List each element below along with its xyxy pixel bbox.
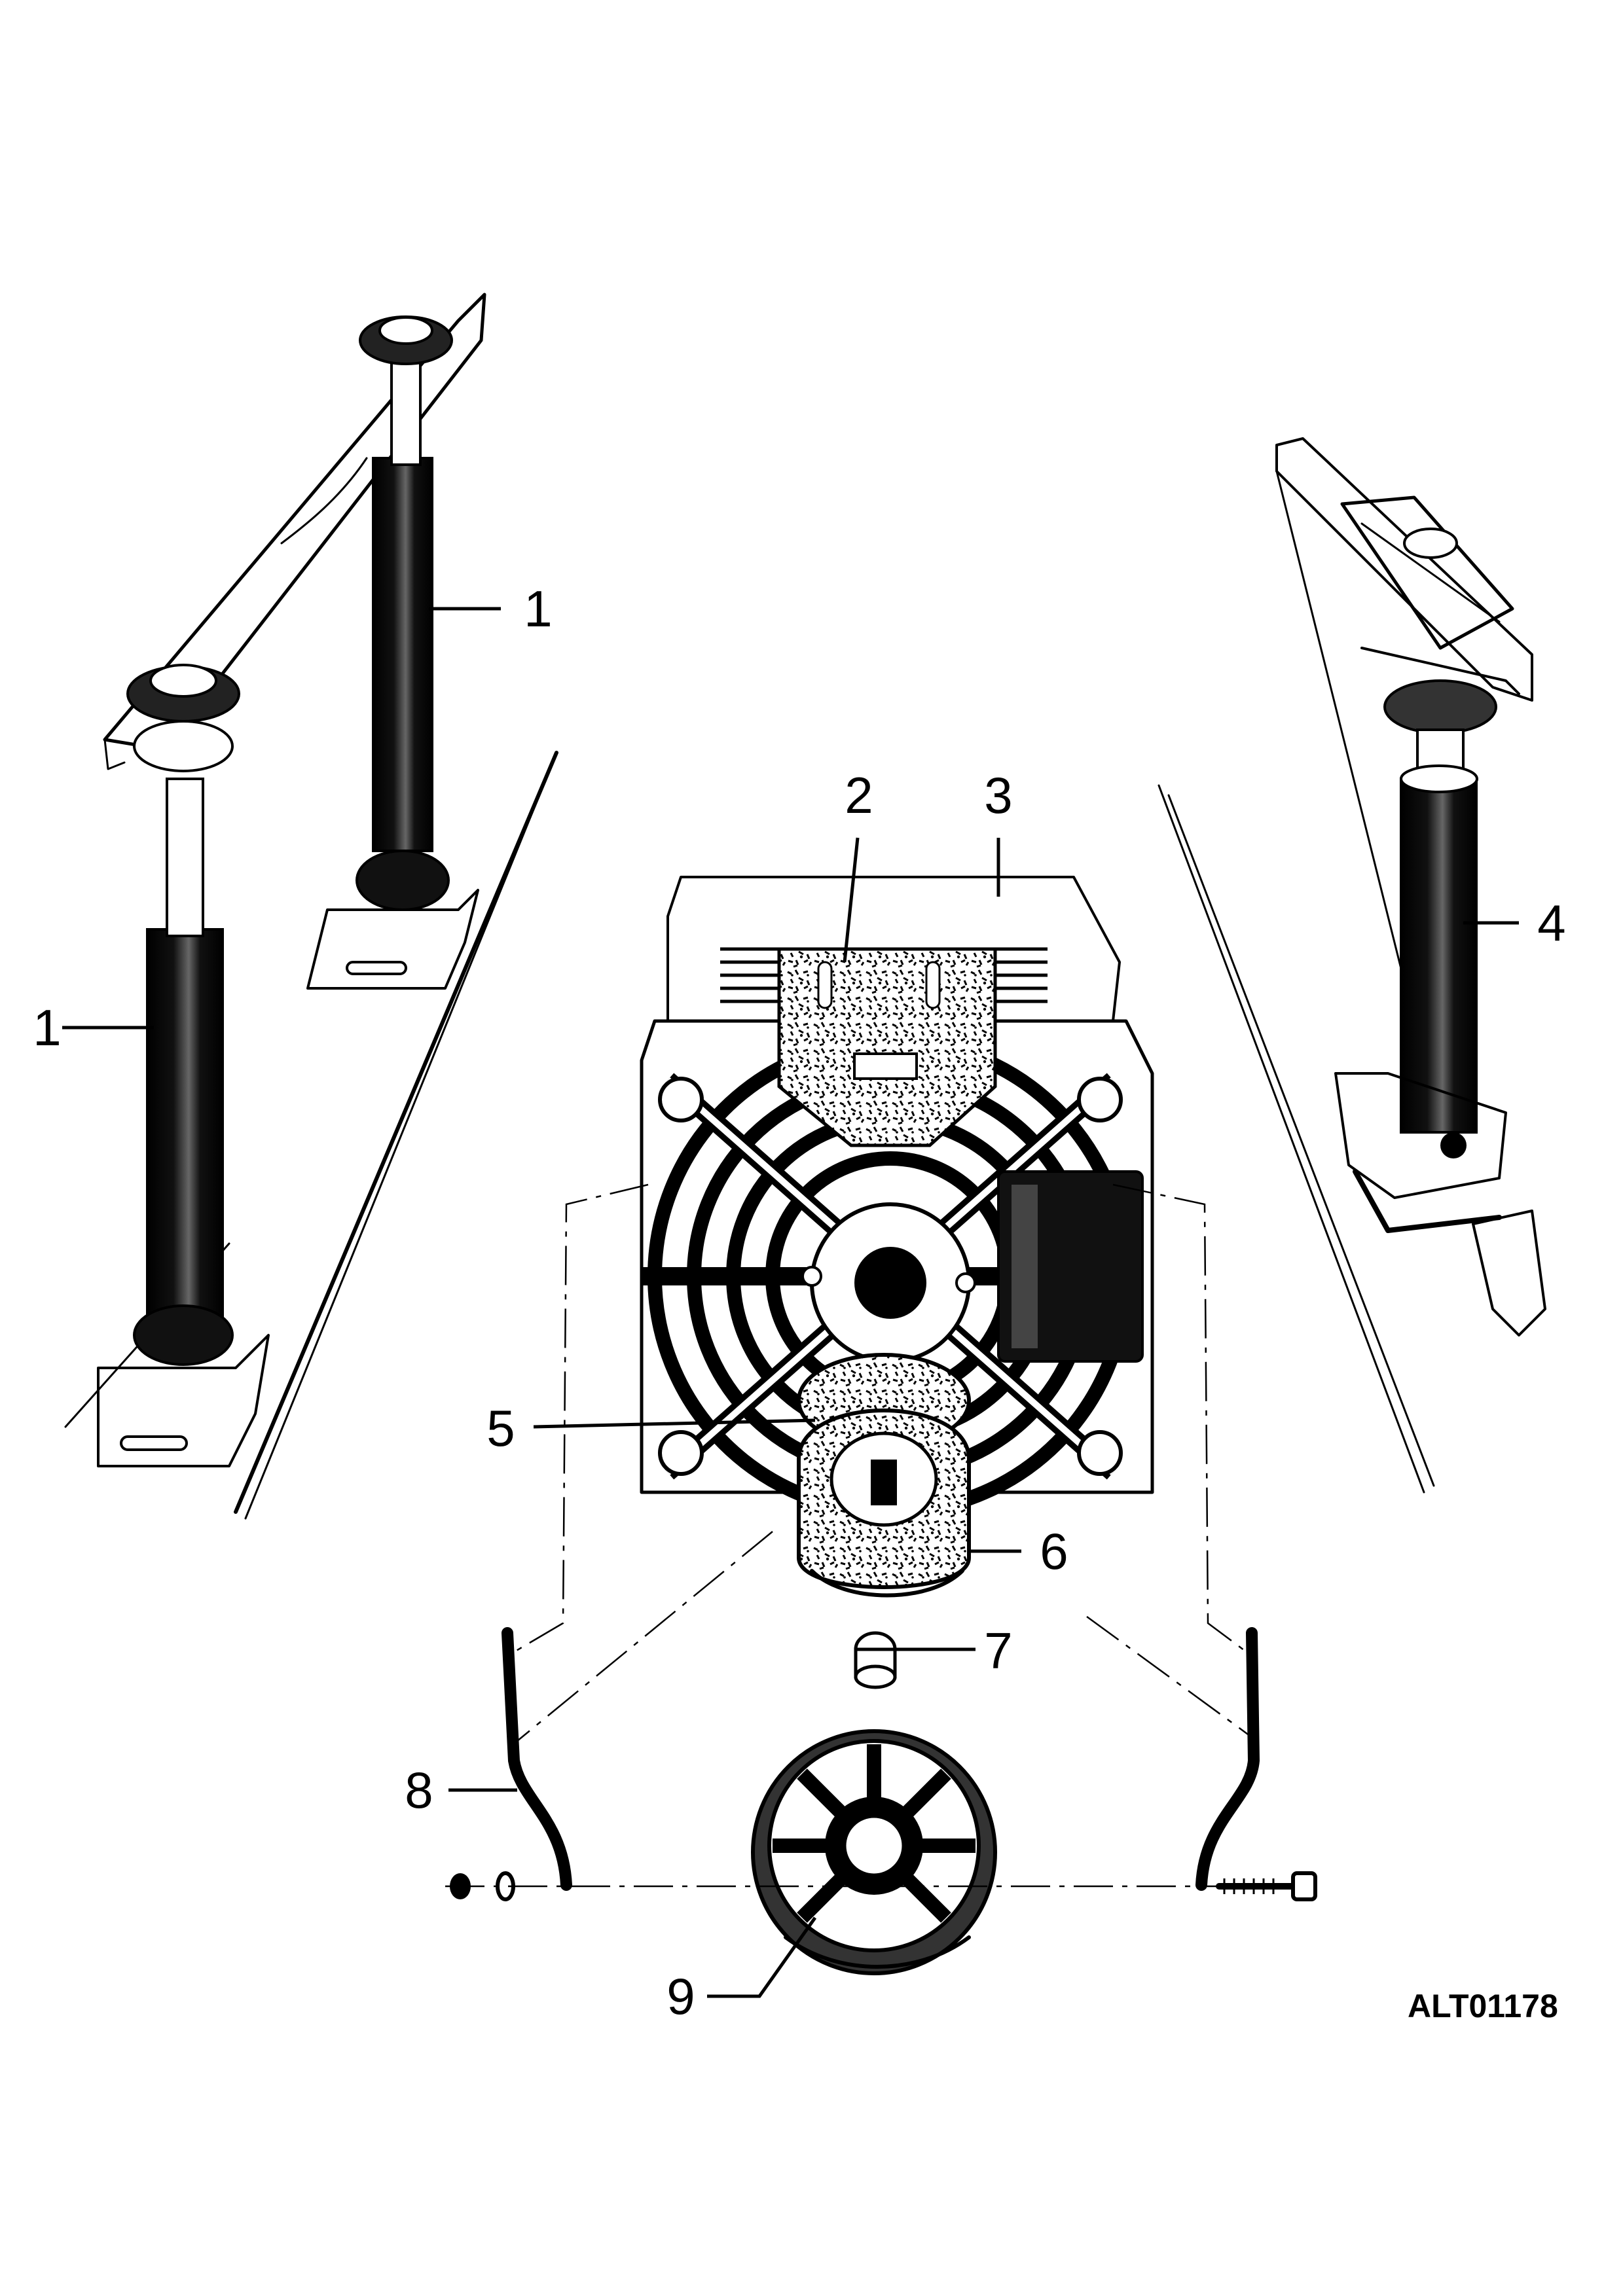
motor-assembly <box>640 876 1154 1598</box>
assembly-center-lines <box>445 1183 1258 1888</box>
left-mounting-assembly <box>64 293 558 1520</box>
right-mounting-assembly <box>1158 437 1546 1494</box>
callout-leader-lines <box>62 607 1519 1998</box>
drawing-id: ALT01178 <box>1408 1988 1558 2024</box>
callout-1-rear-strut: 1 <box>524 580 553 637</box>
callout-6-sleeve: 6 <box>1040 1522 1068 1580</box>
callout-1-front-strut: 1 <box>33 999 62 1056</box>
callout-9-pulley: 9 <box>666 1967 695 2025</box>
callout-4-right-strut: 4 <box>1537 894 1566 952</box>
pulley-and-clamps <box>450 1627 1317 1975</box>
callout-5-collar: 5 <box>486 1399 515 1457</box>
callout-8-clamp: 8 <box>405 1761 433 1819</box>
callout-2-bracket: 2 <box>845 766 873 824</box>
callout-7-key: 7 <box>984 1622 1013 1679</box>
callout-3-motor-housing: 3 <box>984 766 1013 824</box>
